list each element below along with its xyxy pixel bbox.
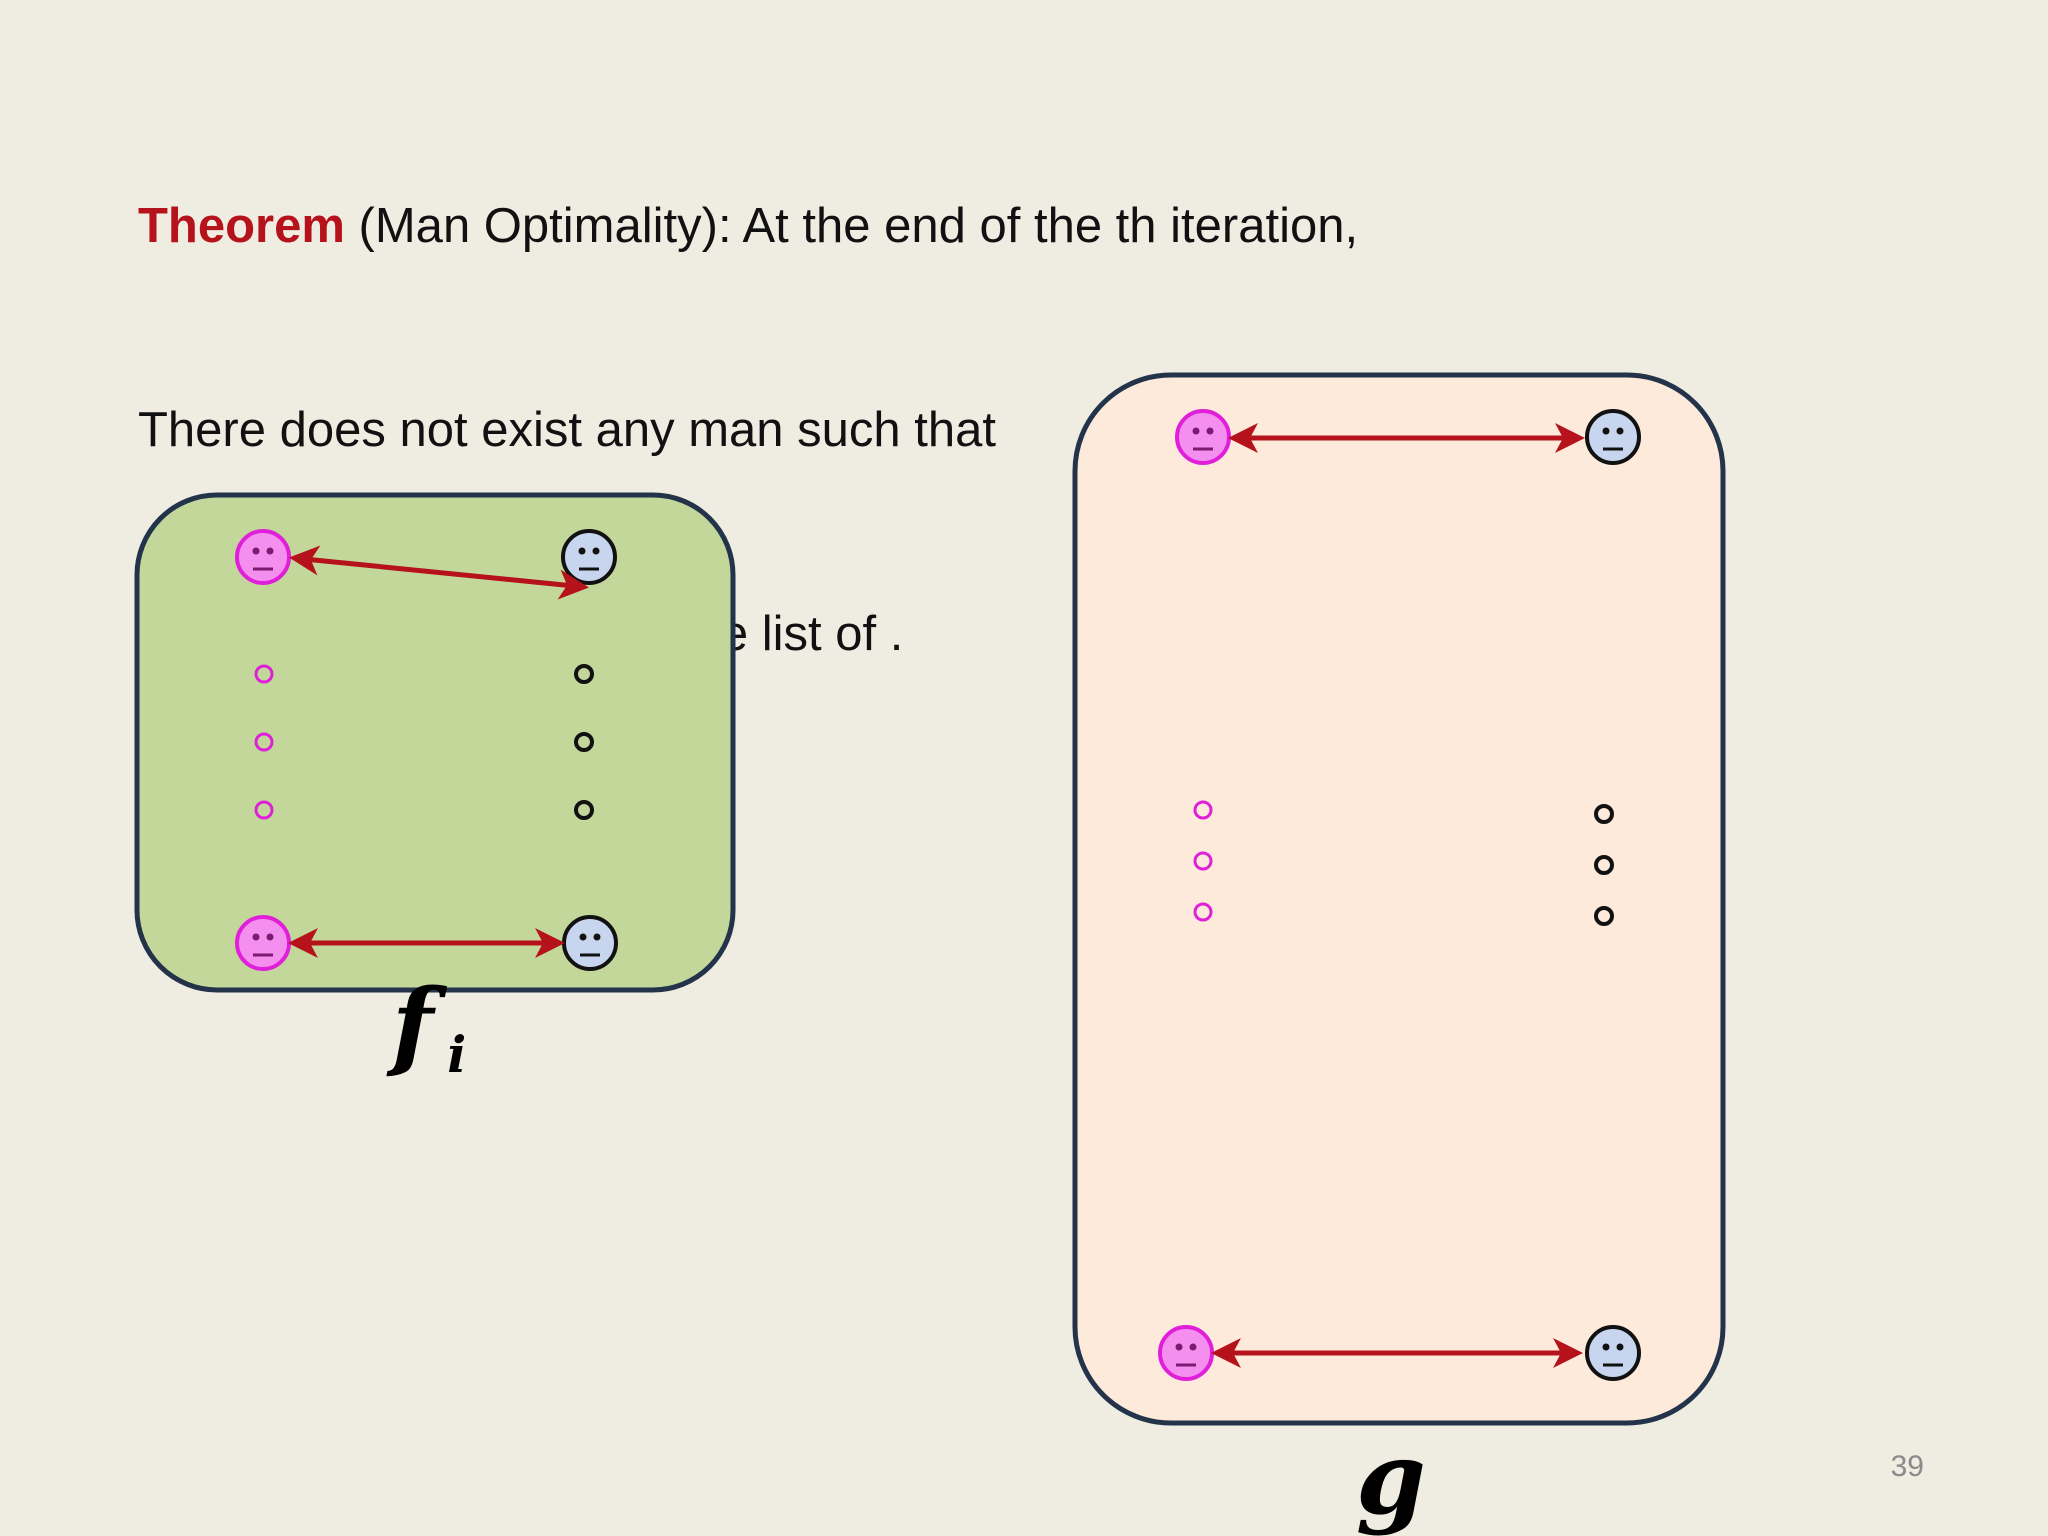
man-ellipsis-dot bbox=[1594, 906, 1614, 926]
theorem-line-1-text: (Man Optimality): At the end of the th i… bbox=[344, 199, 1359, 253]
matching-fi-label-subscript: i bbox=[447, 1025, 467, 1084]
woman-ellipsis-dot bbox=[1193, 851, 1213, 871]
man-ellipsis-dot bbox=[574, 664, 594, 684]
woman-face-icon bbox=[1175, 409, 1231, 465]
matching-g-label: g bbox=[1356, 1419, 1426, 1536]
woman-ellipsis-dot bbox=[1193, 800, 1213, 820]
woman-face-icon bbox=[235, 915, 291, 971]
woman-face-icon bbox=[1158, 1325, 1214, 1381]
pairing-arrow bbox=[289, 545, 589, 600]
woman-ellipsis-dot bbox=[254, 664, 274, 684]
man-face-icon bbox=[562, 915, 618, 971]
woman-face-icon bbox=[235, 529, 291, 585]
man-face-icon bbox=[1585, 409, 1641, 465]
theorem-line-1: Theorem (Man Optimality): At the end of … bbox=[138, 192, 1358, 260]
man-ellipsis-dot bbox=[574, 732, 594, 752]
woman-ellipsis-dot bbox=[254, 800, 274, 820]
man-face-icon bbox=[561, 529, 617, 585]
man-ellipsis-dot bbox=[574, 800, 594, 820]
matching-fi-label-main: f bbox=[392, 968, 434, 1081]
man-face-icon bbox=[1585, 1325, 1641, 1381]
man-ellipsis-dot bbox=[1594, 855, 1614, 875]
matching-fi-box bbox=[134, 492, 736, 993]
woman-ellipsis-dot bbox=[254, 732, 274, 752]
matching-g-box bbox=[1072, 372, 1726, 1426]
woman-ellipsis-dot bbox=[1193, 902, 1213, 922]
theorem-keyword: Theorem bbox=[138, 199, 345, 253]
page-number: 39 bbox=[1890, 1450, 1924, 1483]
theorem-line-2: There does not exist any man such that bbox=[138, 403, 996, 457]
man-ellipsis-dot bbox=[1594, 804, 1614, 824]
